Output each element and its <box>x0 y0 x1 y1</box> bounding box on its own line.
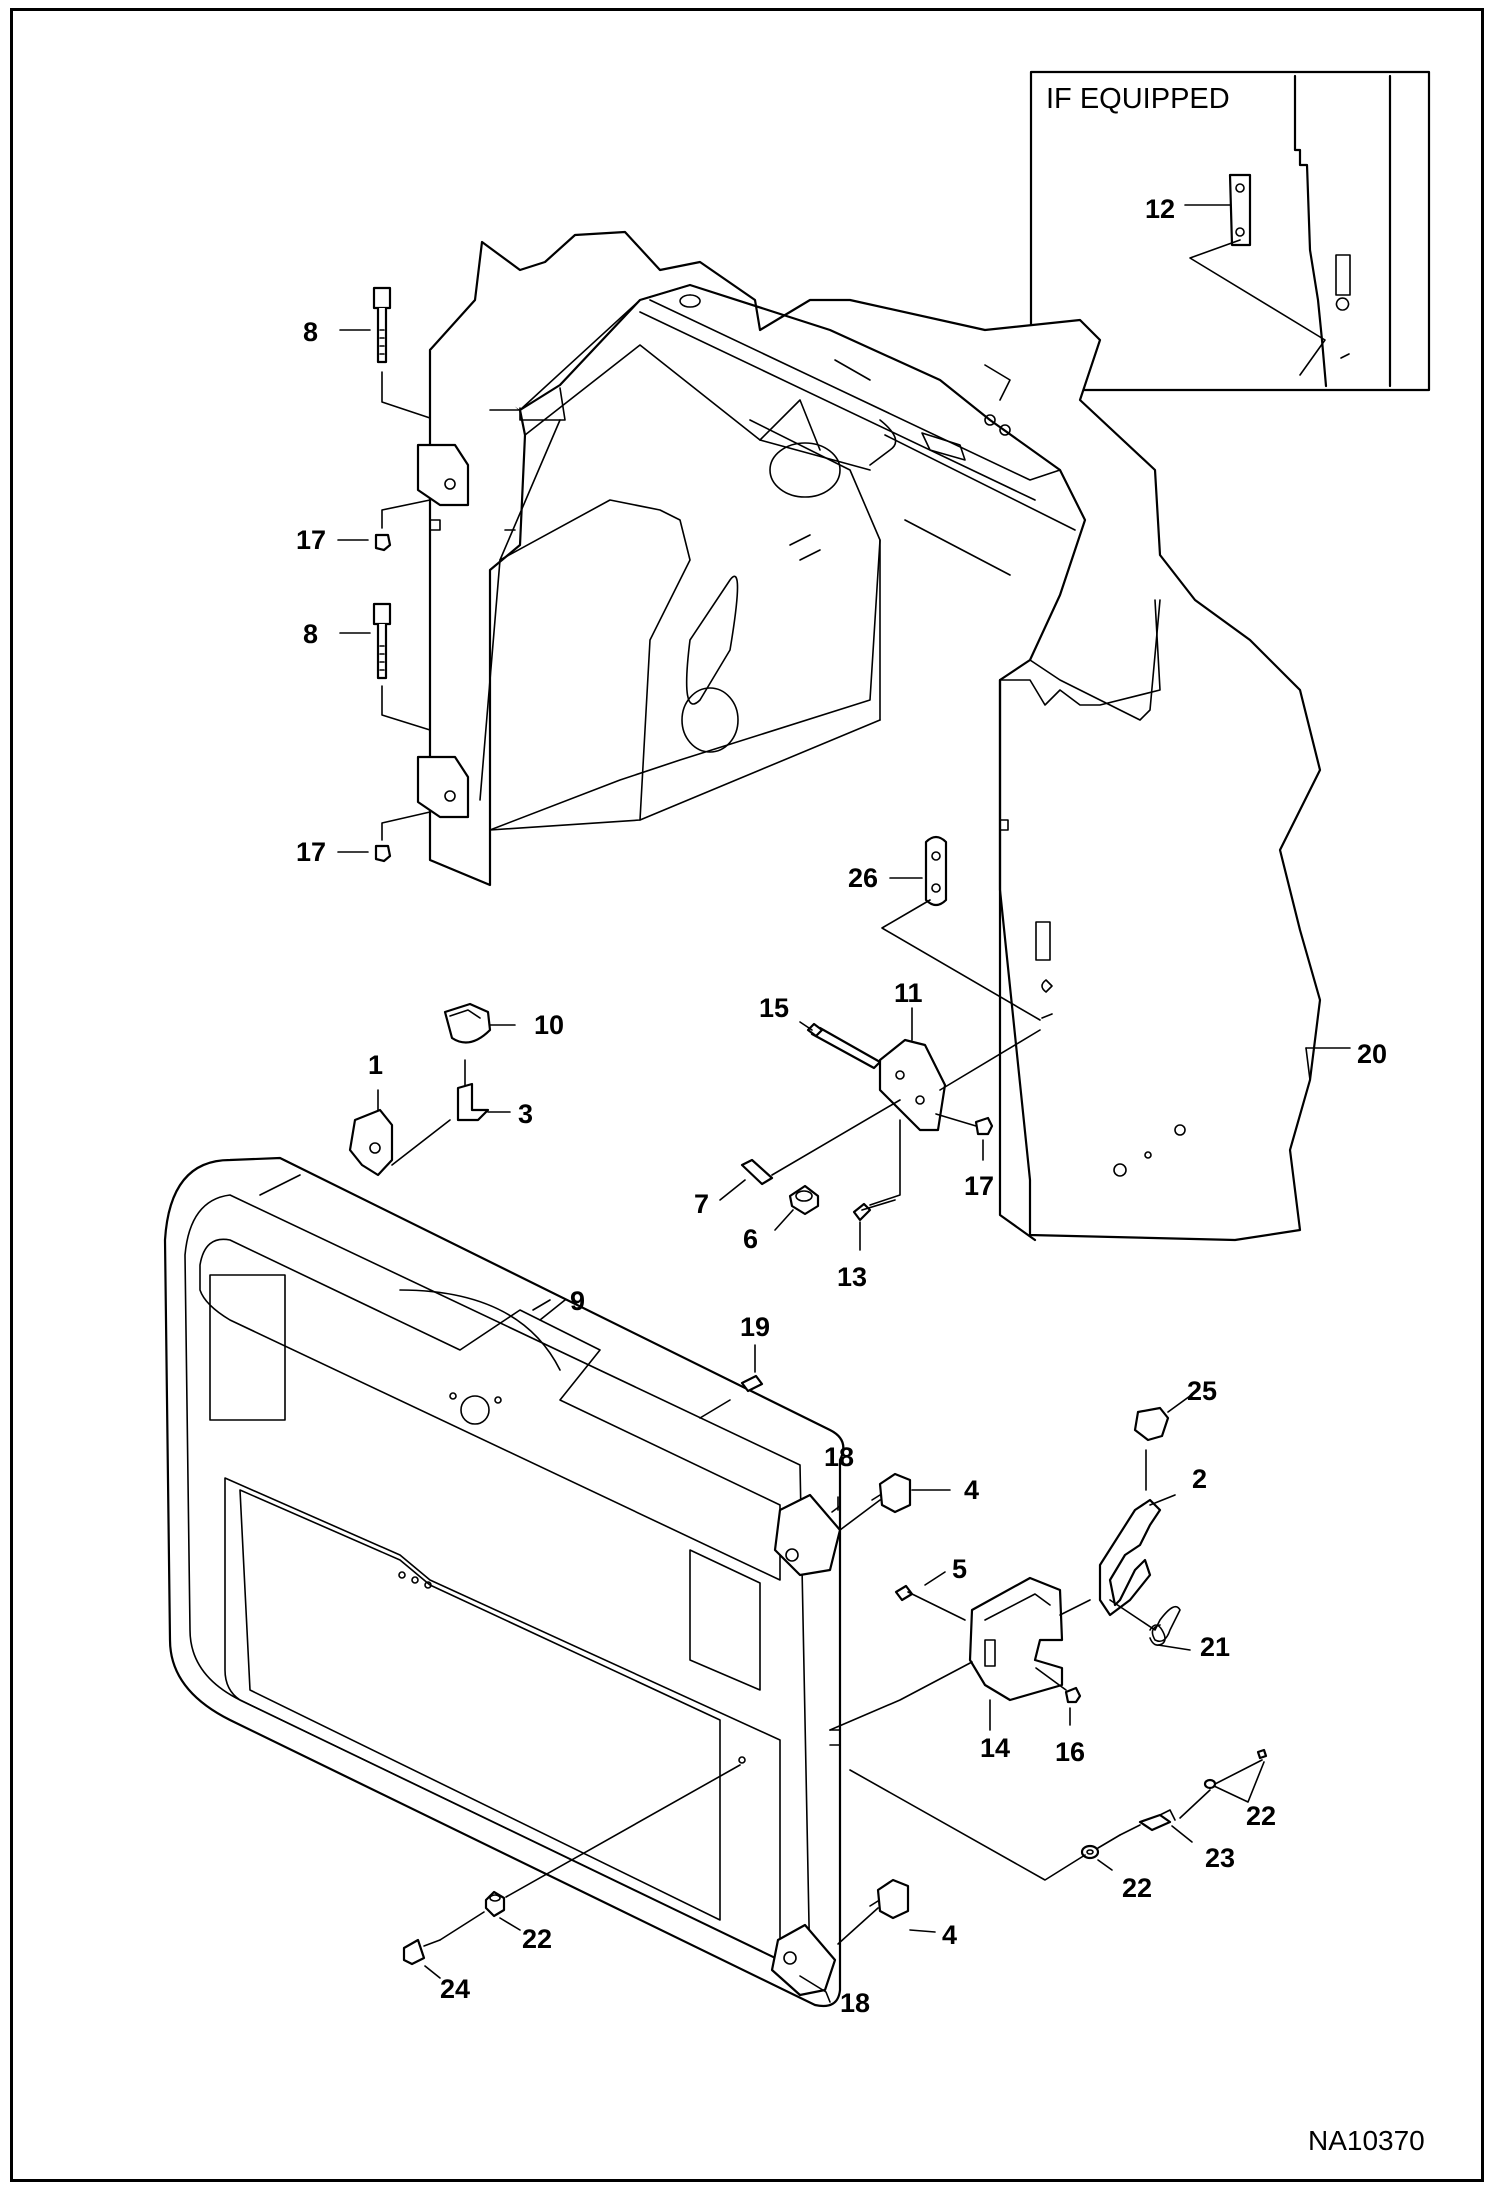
clip-part-23 <box>1119 1809 1193 1843</box>
corner-plate-lower <box>770 1923 837 1997</box>
callout-8-lower: 8 <box>303 619 318 649</box>
assembly-line-22-23 <box>849 1769 1086 1881</box>
callout-24: 24 <box>440 1974 470 2004</box>
inset-hole <box>1335 297 1350 311</box>
callout-11: 11 <box>894 978 923 1008</box>
washer-part-22-bottom <box>1080 1834 1121 1871</box>
bumper-part-4-upper <box>839 1472 951 1531</box>
callout-22-bottom: 22 <box>1122 1873 1152 1903</box>
callout-6: 6 <box>743 1224 758 1254</box>
bolt-part-8-upper <box>339 286 431 419</box>
callout-5: 5 <box>952 1554 967 1584</box>
inset-if-equipped <box>1029 70 1431 392</box>
plug-part-24 <box>402 1911 485 1979</box>
callout-21: 21 <box>1200 1632 1230 1662</box>
callout-23: 23 <box>1205 1843 1235 1873</box>
spring-part-21 <box>1109 1599 1191 1651</box>
sheet-border <box>10 8 1484 2182</box>
bolt-part-13 <box>852 1119 901 1251</box>
callout-4-upper: 4 <box>964 1475 979 1505</box>
callout-12: 12 <box>1145 194 1175 224</box>
callout-17-lower: 17 <box>964 1171 994 1201</box>
callout-17-middle: 17 <box>296 837 326 867</box>
callout-1: 1 <box>368 1050 383 1080</box>
nut-part-17-lower <box>935 1113 994 1161</box>
callout-labels: 8 17 8 17 12 26 10 15 11 20 1 3 7 17 6 1… <box>296 194 1387 2018</box>
hinge-bracket-upper <box>416 443 470 507</box>
inset-title: IF EQUIPPED <box>1046 83 1230 115</box>
callout-22-right: 22 <box>1246 1801 1276 1831</box>
callout-13: 13 <box>837 1262 867 1292</box>
callout-20: 20 <box>1357 1039 1387 1069</box>
callout-7: 7 <box>694 1189 709 1219</box>
corner-plate-upper <box>773 1493 842 1577</box>
callout-25: 25 <box>1187 1376 1217 1406</box>
inset-slot <box>1335 254 1351 296</box>
callout-2: 2 <box>1192 1464 1207 1494</box>
assembly-line-11-to-frame <box>939 1029 1041 1091</box>
pin-part-19 <box>740 1344 764 1393</box>
callout-19: 19 <box>740 1312 770 1342</box>
inset-border <box>1029 70 1431 392</box>
inset-assembly-line <box>1189 239 1326 376</box>
bushing-part-6 <box>774 1184 820 1231</box>
knob-part-25 <box>1133 1395 1191 1491</box>
callout-18-lower: 18 <box>840 1988 870 2018</box>
callout-9: 9 <box>570 1286 585 1316</box>
bolt-part-8-lower <box>339 602 431 731</box>
bolt-part-18-upper <box>831 1496 841 1513</box>
leader-9 <box>532 1299 551 1311</box>
figure-id: NA10370 <box>1308 2125 1425 2156</box>
nut-part-16 <box>1035 1667 1082 1726</box>
callout-17-upper: 17 <box>296 525 326 555</box>
callout-8-upper: 8 <box>303 317 318 347</box>
door-panel-part-9 <box>163 1156 845 2008</box>
plate-part-26 <box>881 835 1041 1021</box>
cap-part-10 <box>443 1002 516 1044</box>
callout-26: 26 <box>848 863 878 893</box>
plate-part-12 <box>1228 173 1252 247</box>
callout-14: 14 <box>980 1733 1010 1763</box>
callout-16: 16 <box>1055 1737 1085 1767</box>
callout-4-lower: 4 <box>942 1920 957 1950</box>
callout-18-upper: 18 <box>824 1442 854 1472</box>
washer-part-22-right <box>1179 1748 1268 1819</box>
washer-part-22-left <box>484 1764 741 1931</box>
bolt-part-18-lower <box>799 1975 831 2003</box>
callout-3: 3 <box>518 1099 533 1129</box>
nut-part-17-middle <box>337 811 431 863</box>
bumper-part-4-lower <box>837 1878 936 1945</box>
latch-part-14 <box>968 1576 1091 1731</box>
lever-part-2 <box>1098 1494 1176 1617</box>
hinge-bracket-lower <box>416 755 470 819</box>
inset-hole-2 <box>1340 353 1350 359</box>
pin-part-7 <box>719 1099 901 1201</box>
callout-22-left: 22 <box>522 1924 552 1954</box>
frame-outline <box>429 230 1322 1242</box>
callout-15: 15 <box>759 993 789 1023</box>
callout-10: 10 <box>534 1010 564 1040</box>
bolt-part-5 <box>894 1571 966 1621</box>
spacer-part-3 <box>456 1059 511 1122</box>
pin-part-15 <box>799 1021 882 1070</box>
hinge-part-1 <box>348 1089 451 1177</box>
inset-frame-edge <box>1293 74 1328 388</box>
assembly-line-14 <box>829 1661 973 1731</box>
loader-frame-part-20 <box>416 230 1322 1242</box>
latch-bracket-part-11 <box>878 1007 947 1132</box>
nut-part-17-upper <box>337 499 431 552</box>
